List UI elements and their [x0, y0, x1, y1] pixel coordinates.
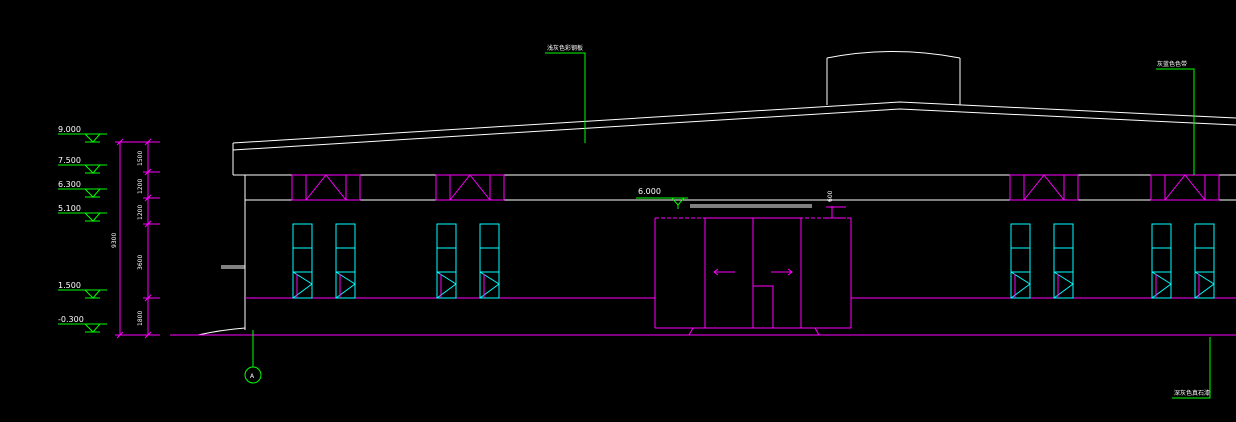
triangle-elevation-icon	[83, 133, 102, 143]
window	[479, 223, 500, 299]
dimension-1500: 1500	[137, 151, 144, 166]
window	[1151, 223, 1172, 299]
base-leader	[1172, 337, 1211, 399]
roof-top-line	[232, 101, 1236, 144]
door-handle-box	[752, 285, 774, 328]
truss-panel	[1009, 174, 1079, 201]
dimension-3600: 3600	[137, 255, 144, 270]
window	[1194, 223, 1215, 299]
window	[1053, 223, 1074, 299]
fascia-leader	[1156, 68, 1195, 175]
window	[292, 223, 313, 299]
step-left	[688, 327, 694, 336]
clerestory-trusses	[291, 174, 1220, 201]
truss-panel	[435, 174, 505, 201]
left-ground-slope	[197, 327, 246, 336]
dimension-chain	[115, 138, 160, 339]
fascia-material-note: 灰蓝色色带	[1157, 60, 1187, 68]
elevation-5100: 5.100	[58, 204, 81, 213]
roof-leader	[545, 52, 586, 143]
axis-label: A	[250, 373, 255, 380]
elevation-1500: 1.500	[58, 281, 81, 290]
truss-panel	[1150, 174, 1220, 201]
canopy-dimension	[826, 206, 846, 219]
triangle-elevation-icon	[670, 197, 686, 206]
base-material-note: 深灰色真石漆	[1174, 389, 1210, 397]
entrance-elevation-label: 6.000	[638, 187, 661, 196]
elevation-6300: 6.300	[58, 180, 81, 189]
elevation-markers	[58, 133, 107, 333]
triangle-elevation-icon	[83, 289, 102, 299]
monitor-arc	[826, 51, 961, 59]
entrance-elevation-marker	[636, 197, 688, 209]
material-leaders	[244, 52, 1211, 399]
dimension-1200-lower: 1200	[137, 205, 144, 220]
arrow-icon	[771, 268, 793, 276]
dimension-total-9300: 9300	[111, 233, 118, 248]
dimension-1800: 1800	[137, 311, 144, 326]
triangle-elevation-icon	[83, 212, 102, 222]
window	[1010, 223, 1031, 299]
arrow-icon	[713, 268, 735, 276]
roof-material-note: 浅灰色彩钢板	[547, 44, 583, 52]
circle-axis-icon	[244, 366, 262, 384]
roof-monitor	[826, 51, 961, 105]
entrance	[654, 217, 852, 336]
elevation-minus-300: -0.300	[58, 315, 84, 324]
window	[335, 223, 356, 299]
canopy-dimension-label: 600	[827, 190, 834, 202]
elevation-7500: 7.500	[58, 156, 81, 165]
window	[436, 223, 457, 299]
truss-panel	[291, 174, 361, 201]
triangle-elevation-icon	[83, 188, 102, 198]
door-leaf-right	[752, 217, 802, 329]
triangle-elevation-icon	[83, 164, 102, 174]
roof-bottom-line	[232, 108, 1236, 151]
triangle-elevation-icon	[83, 323, 102, 333]
elevation-9000: 9.000	[58, 125, 81, 134]
step-right	[814, 327, 820, 336]
dimension-1200-upper: 1200	[137, 179, 144, 194]
windows	[292, 223, 1215, 299]
